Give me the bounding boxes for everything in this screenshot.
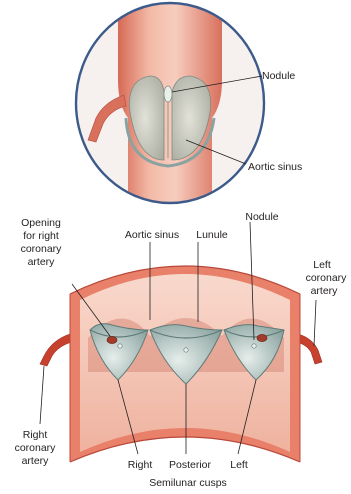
label-opening-line4: artery	[28, 256, 56, 268]
inset-view	[76, 0, 264, 210]
label-left-coronary-line2: coronary	[306, 272, 348, 284]
label-semilunar-cusps: Semilunar cusps	[149, 477, 227, 489]
label-inset-nodule: Nodule	[262, 70, 295, 82]
right-coronary-opening	[107, 337, 117, 344]
left-coronary-opening	[257, 335, 267, 342]
label-left-coronary-line1: Left	[313, 259, 331, 271]
label-cusp-left: Left	[230, 459, 248, 471]
label-aortic-sinus: Aortic sinus	[125, 229, 179, 241]
nodule-right	[118, 344, 122, 348]
label-inset-aortic-sinus: Aortic sinus	[248, 161, 302, 173]
right-coronary-artery	[40, 334, 72, 366]
label-cusp-posterior: Posterior	[169, 459, 212, 471]
label-lunule: Lunule	[196, 229, 228, 241]
label-opening-line1: Opening	[21, 217, 61, 229]
label-opening-line2: for right	[23, 230, 59, 242]
label-nodule: Nodule	[245, 211, 278, 223]
label-cusp-right: Right	[128, 459, 153, 471]
label-left-coronary-line3: artery	[311, 285, 339, 297]
opened-aorta	[40, 266, 322, 462]
label-right-coronary-line3: artery	[22, 455, 50, 467]
inset-nodule	[164, 86, 172, 102]
label-right-coronary-line1: Right	[23, 429, 48, 441]
label-opening-line3: coronary	[21, 243, 63, 255]
nodule-posterior	[184, 348, 188, 352]
label-right-coronary-line2: coronary	[15, 442, 57, 454]
nodule-left	[252, 344, 256, 348]
